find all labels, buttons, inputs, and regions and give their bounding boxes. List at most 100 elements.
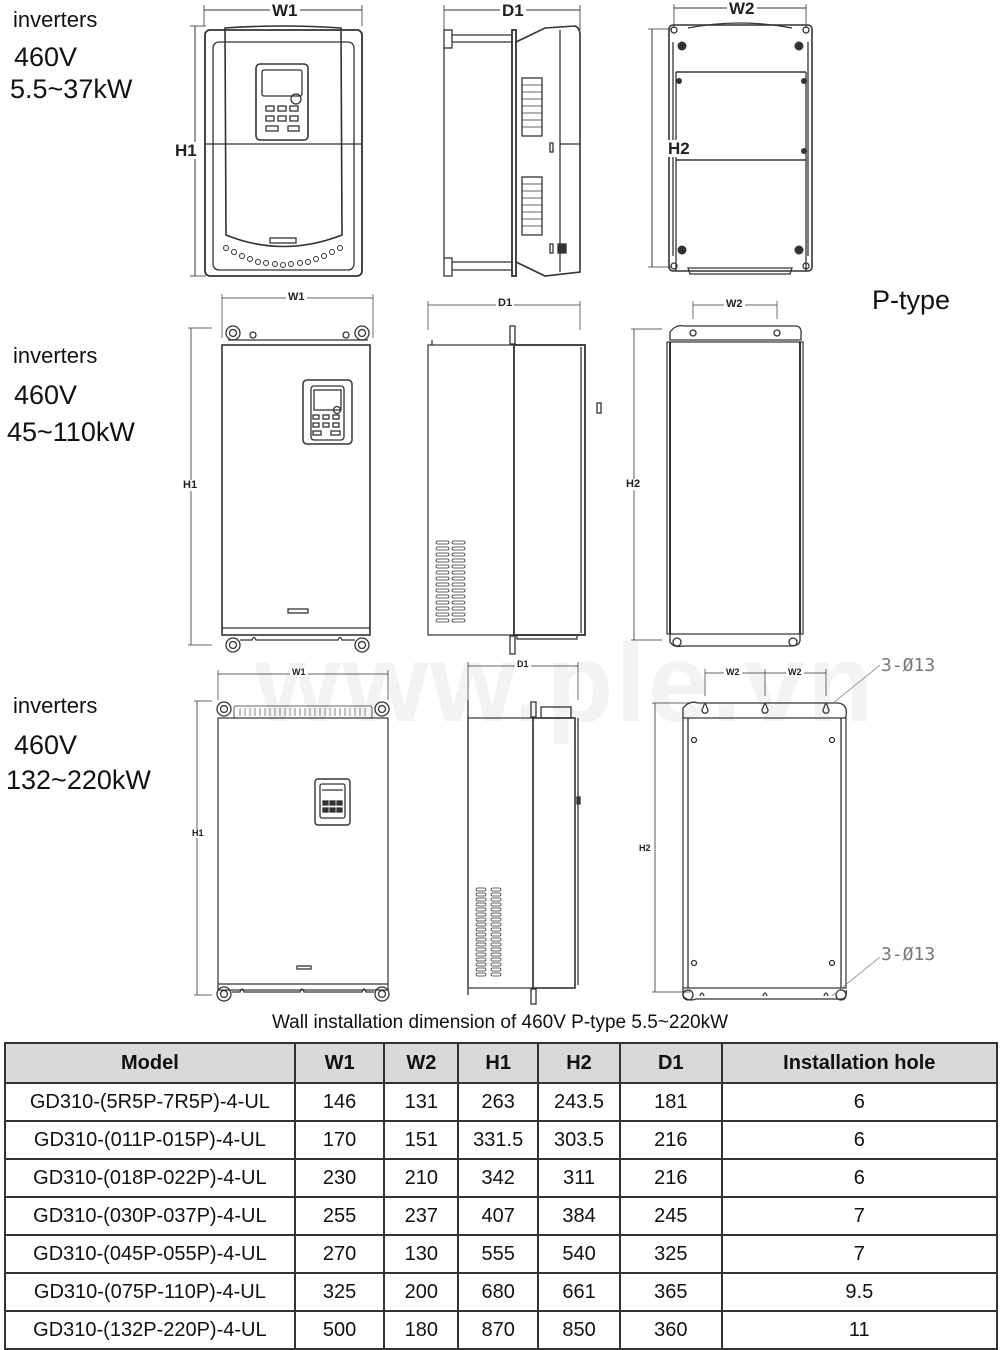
dim-w1-label: W1 bbox=[290, 667, 308, 677]
cell-h2: 384 bbox=[537, 1196, 621, 1236]
dim-w2-label: W2 bbox=[724, 298, 745, 310]
table-row: GD310-(030P-037P)-4-UL 255 237 407 384 2… bbox=[4, 1196, 999, 1236]
group-3-power: 132~220kW bbox=[6, 765, 151, 795]
dim-d1-label: D1 bbox=[500, 1, 526, 20]
back-view-large bbox=[652, 664, 881, 1001]
cell-w2: 237 bbox=[383, 1196, 460, 1236]
front-view-large bbox=[194, 670, 390, 1002]
group-1-label: inverters bbox=[13, 7, 98, 32]
cell-model: GD310-(5R5P-7R5P)-4-UL bbox=[4, 1082, 296, 1122]
cell-h1: 263 bbox=[457, 1082, 540, 1122]
group-2-label: inverters bbox=[13, 343, 98, 368]
header-w2: W2 bbox=[383, 1042, 460, 1084]
header-h2: H2 bbox=[537, 1042, 621, 1084]
cell-h2: 850 bbox=[537, 1310, 621, 1350]
group-1-voltage: 460V bbox=[14, 42, 78, 72]
dim-w1-label: W1 bbox=[286, 291, 307, 303]
dim-h2-label: H2 bbox=[624, 478, 643, 490]
table-row: GD310-(132P-220P)-4-UL 500 180 870 850 3… bbox=[4, 1310, 999, 1350]
figure-caption: Wall installation dimension of 460V P-ty… bbox=[271, 1012, 729, 1033]
dim-w2-right-label: W2 bbox=[786, 667, 804, 677]
cell-installation-hole: 6 bbox=[720, 1120, 999, 1160]
group-3-label: inverters bbox=[13, 693, 98, 718]
header-model: Model bbox=[4, 1042, 296, 1084]
cell-w2: 131 bbox=[383, 1082, 460, 1122]
header-installation-hole: Installation hole bbox=[720, 1042, 999, 1084]
cell-w2: 151 bbox=[383, 1120, 460, 1160]
cell-h1: 331.5 bbox=[457, 1120, 540, 1160]
dim-d1-label: D1 bbox=[496, 297, 515, 309]
dim-d1-label: D1 bbox=[515, 659, 531, 669]
cell-d1: 360 bbox=[618, 1310, 723, 1350]
header-h1: H1 bbox=[457, 1042, 540, 1084]
cell-w1: 230 bbox=[293, 1158, 386, 1198]
back-view-medium bbox=[631, 301, 804, 648]
cell-h2: 540 bbox=[537, 1234, 621, 1274]
cell-d1: 245 bbox=[618, 1196, 723, 1236]
header-d1: D1 bbox=[618, 1042, 723, 1084]
dim-h1-label: H1 bbox=[181, 479, 200, 491]
cell-d1: 216 bbox=[618, 1120, 723, 1160]
group-1-power: 5.5~37kW bbox=[10, 74, 133, 104]
cell-h1: 342 bbox=[457, 1158, 540, 1198]
cell-h2: 311 bbox=[537, 1158, 621, 1198]
cell-model: GD310-(018P-022P)-4-UL bbox=[4, 1158, 296, 1198]
watermark-text: www.ple.vn bbox=[255, 622, 877, 745]
cell-installation-hole: 6 bbox=[720, 1158, 999, 1198]
cell-installation-hole: 7 bbox=[720, 1196, 999, 1236]
cell-h2: 661 bbox=[537, 1272, 621, 1312]
cell-model: GD310-(030P-037P)-4-UL bbox=[4, 1196, 296, 1236]
dim-h2-label: H2 bbox=[637, 843, 653, 853]
cell-w1: 170 bbox=[293, 1120, 386, 1160]
cell-w1: 500 bbox=[293, 1310, 386, 1350]
front-view-small bbox=[190, 5, 363, 277]
cell-h1: 407 bbox=[457, 1196, 540, 1236]
dimension-drawings bbox=[188, 4, 881, 1005]
side-view-large bbox=[467, 662, 581, 1005]
table-row: GD310-(075P-110P)-4-UL 325 200 680 661 3… bbox=[4, 1272, 999, 1312]
cell-installation-hole: 9.5 bbox=[720, 1272, 999, 1312]
dim-h2-label: H2 bbox=[666, 139, 692, 158]
cell-w1: 270 bbox=[293, 1234, 386, 1274]
cell-w2: 200 bbox=[383, 1272, 460, 1312]
table-row: GD310-(018P-022P)-4-UL 230 210 342 311 2… bbox=[4, 1158, 999, 1198]
cell-d1: 181 bbox=[618, 1082, 723, 1122]
dim-h1-label: H1 bbox=[190, 828, 206, 838]
cell-w2: 130 bbox=[383, 1234, 460, 1274]
table-row: GD310-(045P-055P)-4-UL 270 130 555 540 3… bbox=[4, 1234, 999, 1274]
cell-installation-hole: 11 bbox=[720, 1310, 999, 1350]
hole-callout-top: 3-Ø13 bbox=[881, 655, 936, 676]
table-row: GD310-(5R5P-7R5P)-4-UL 146 131 263 243.5… bbox=[4, 1082, 999, 1122]
cell-model: GD310-(011P-015P)-4-UL bbox=[4, 1120, 296, 1160]
cell-w1: 255 bbox=[293, 1196, 386, 1236]
cell-h1: 870 bbox=[457, 1310, 540, 1350]
table-row: GD310-(011P-015P)-4-UL 170 151 331.5 303… bbox=[4, 1120, 999, 1160]
cell-d1: 365 bbox=[618, 1272, 723, 1312]
group-2-power: 45~110kW bbox=[7, 417, 135, 447]
cell-installation-hole: 7 bbox=[720, 1234, 999, 1274]
hole-callout-bottom: 3-Ø13 bbox=[881, 944, 936, 965]
cell-model: GD310-(075P-110P)-4-UL bbox=[4, 1272, 296, 1312]
side-view-medium bbox=[427, 301, 602, 655]
cell-h1: 680 bbox=[457, 1272, 540, 1312]
group-3-voltage: 460V bbox=[14, 730, 78, 760]
cell-d1: 325 bbox=[618, 1234, 723, 1274]
group-2-voltage: 460V bbox=[14, 380, 78, 410]
cell-installation-hole: 6 bbox=[720, 1082, 999, 1122]
cell-w2: 180 bbox=[383, 1310, 460, 1350]
cell-model: GD310-(045P-055P)-4-UL bbox=[4, 1234, 296, 1274]
back-view-small bbox=[648, 4, 813, 275]
cell-w1: 325 bbox=[293, 1272, 386, 1312]
cell-w1: 146 bbox=[293, 1082, 386, 1122]
dimension-table: Model W1 W2 H1 H2 D1 Installation hole G… bbox=[4, 1042, 999, 1350]
cell-h2: 303.5 bbox=[537, 1120, 621, 1160]
cell-h1: 555 bbox=[457, 1234, 540, 1274]
cell-w2: 210 bbox=[383, 1158, 460, 1198]
series-label: P-type bbox=[872, 285, 951, 315]
dim-w2-label: W2 bbox=[727, 0, 757, 18]
table-header-row: Model W1 W2 H1 H2 D1 Installation hole bbox=[4, 1042, 999, 1084]
front-view-medium bbox=[188, 294, 374, 653]
dim-w2-left-label: W2 bbox=[724, 667, 742, 677]
dim-h1-label: H1 bbox=[173, 141, 199, 160]
side-view-small bbox=[443, 5, 581, 277]
